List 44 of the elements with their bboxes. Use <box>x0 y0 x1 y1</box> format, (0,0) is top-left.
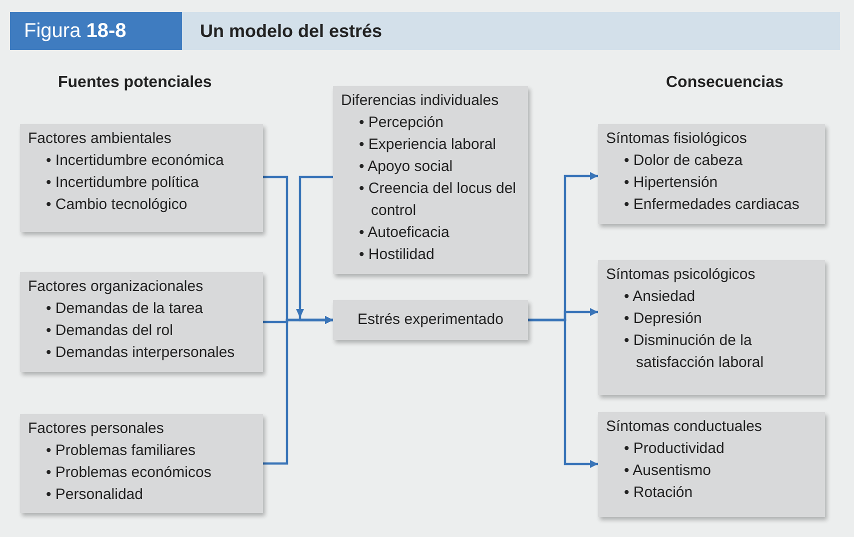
process-box <box>333 300 528 340</box>
factor-box <box>598 124 825 224</box>
bullet-item: • Personalidad <box>46 485 144 505</box>
factor-box <box>20 124 263 232</box>
bullet-item: • Demandas del rol <box>46 321 174 341</box>
box-heading: Estrés experimentado <box>356 310 504 330</box>
bullet-item: • Enfermedades cardiacas <box>624 195 800 215</box>
bullet-item: • Hostilidad <box>359 245 436 265</box>
figure-title: Un modelo del estrés <box>200 20 382 43</box>
bullet-item: • Depresión <box>624 309 703 329</box>
factor-box <box>20 272 263 372</box>
factor-box <box>20 414 263 513</box>
column-heading: Consecuencias <box>666 74 784 92</box>
box-heading: Factores ambientales <box>28 129 172 149</box>
bullet-item: • Experiencia laboral <box>359 135 497 155</box>
bullet-item: • Autoeficacia <box>359 223 450 243</box>
bullet-item: • Hipertensión <box>624 173 719 193</box>
factor-box <box>598 260 825 395</box>
bullet-item: • Creencia del locus del control <box>359 179 518 221</box>
box-heading: Síntomas psicológicos <box>606 265 756 285</box>
bullet-item: • Demandas interpersonales <box>46 343 236 363</box>
box-heading: Diferencias individuales <box>341 91 500 111</box>
bullet-item: • Ausentismo <box>624 461 712 481</box>
bullet-item: • Incertidumbre política <box>46 173 200 193</box>
bullet-item: • Rotación <box>624 483 694 503</box>
bullet-item: • Productividad <box>624 439 726 459</box>
bullet-item: • Problemas familiares <box>46 441 196 461</box>
bullet-item: • Ansiedad <box>624 287 696 307</box>
bullet-item: • Incertidumbre económica <box>46 151 225 171</box>
box-heading: Factores personales <box>28 419 165 439</box>
bullet-item: • Disminución de la satisfacción laboral <box>624 331 765 373</box>
bullet-item: • Problemas económicos <box>46 463 212 483</box>
column-heading: Fuentes potenciales <box>58 74 212 92</box>
bullet-item: • Demandas de la tarea <box>46 299 204 319</box>
figure-number: Figura 18-8 <box>10 12 182 50</box>
box-heading: Síntomas conductuales <box>606 417 763 437</box>
bullet-item: • Cambio tecnológico <box>46 195 188 215</box>
factor-box <box>598 412 825 517</box>
bullet-item: • Dolor de cabeza <box>624 151 744 171</box>
bullet-item: • Apoyo social <box>359 157 454 177</box>
box-heading: Factores organizacionales <box>28 277 204 297</box>
box-heading: Síntomas fisiológicos <box>606 129 748 149</box>
factor-box <box>333 86 528 274</box>
bullet-item: • Percepción <box>359 113 444 133</box>
